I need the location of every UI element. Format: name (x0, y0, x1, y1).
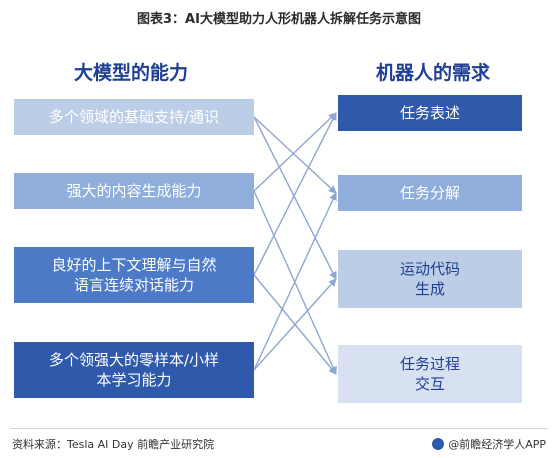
capability-label: 多个领强大的零样本/小样 本学习能力 (48, 351, 220, 389)
capability-box-few-shot-learning: 多个领强大的零样本/小样 本学习能力 (14, 342, 254, 398)
need-label: 任务表述 (399, 104, 460, 122)
need-label: 运动代码 生成 (399, 260, 460, 298)
left-column-heading: 大模型的能力 (73, 62, 188, 84)
need-label: 任务过程 交互 (399, 355, 460, 393)
source-note: 资料来源：Tesla AI Day 前瞻产业研究院 (12, 438, 215, 451)
capability-label: 强大的内容生成能力 (66, 182, 202, 200)
brand-logo-icon (432, 438, 445, 450)
need-box-task-description: 任务表述 (338, 95, 522, 131)
connection-arrow (253, 116, 337, 194)
connection-arrow (253, 112, 337, 192)
capability-label: 多个领域的基础支持/通识 (48, 108, 220, 126)
brand-text: @前瞻经济学人APP (448, 438, 546, 451)
capability-box-content-generation: 强大的内容生成能力 (14, 173, 254, 209)
need-label: 任务分解 (399, 184, 460, 202)
connection-arrow (253, 112, 337, 276)
capability-label: 良好的上下文理解与自然 语言连续对话能力 (51, 256, 217, 294)
brand-credit: @前瞻经济学人APP (432, 436, 546, 452)
connection-arrow (253, 116, 337, 280)
connection-arrow (253, 192, 337, 371)
need-box-task-decomposition: 任务分解 (338, 175, 522, 211)
need-box-motion-code-generation: 运动代码 生成 (338, 250, 522, 308)
need-box-task-process-interaction: 任务过程 交互 (338, 345, 522, 403)
right-column-heading: 机器人的需求 (375, 62, 490, 84)
footer-divider (10, 428, 548, 429)
capability-box-context-dialogue: 良好的上下文理解与自然 语言连续对话能力 (14, 247, 254, 303)
capability-box-general-knowledge: 多个领域的基础支持/通识 (14, 99, 254, 135)
figure-title: 图表3：AI大模型助力人形机器人拆解任务示意图 (137, 12, 421, 27)
connection-arrow (253, 278, 337, 371)
